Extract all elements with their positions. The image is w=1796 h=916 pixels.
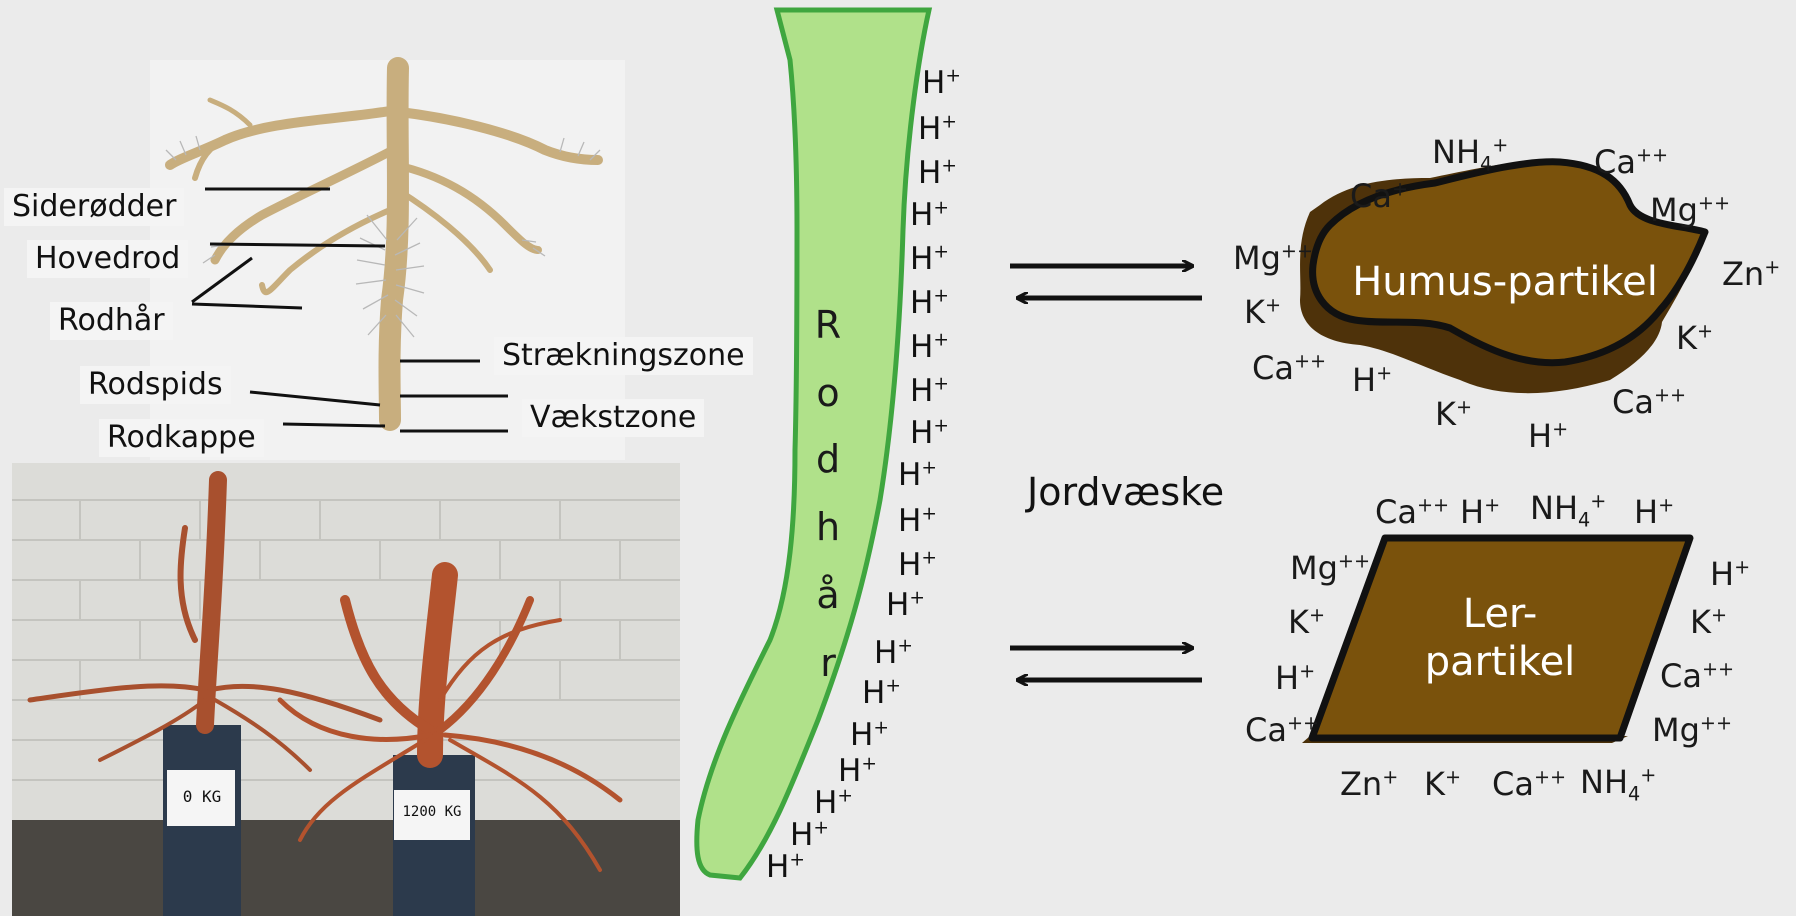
label-root-hair: Rodhår	[50, 302, 173, 340]
label-root-tip: Rodspids	[80, 366, 231, 404]
humus-ion: Mg++	[1233, 242, 1313, 274]
photo-gravel-ground	[12, 820, 680, 916]
clay-ion: Ca++	[1660, 660, 1734, 692]
humus-ion: K+	[1676, 322, 1713, 354]
h-ion: H+	[910, 244, 949, 275]
label-main-root: Hovedrod	[27, 240, 188, 278]
humus-ion: Ca++	[1252, 352, 1326, 384]
h-ion: H+	[910, 332, 949, 363]
clay-title-line-2: partikel	[1400, 638, 1600, 686]
bucket-left-label: 0 KG	[172, 787, 232, 806]
humus-ion: Mg++	[1650, 194, 1730, 226]
exchange-arrows-top	[1010, 266, 1202, 298]
rodhaar-letter-2: o	[808, 374, 848, 412]
clay-ion: H+	[1275, 662, 1315, 694]
clay-ion: Mg++	[1290, 552, 1370, 584]
humus-particle-title: Humus-partikel	[1345, 258, 1665, 306]
label-growth-zone: Vækstzone	[522, 399, 704, 437]
h-ion: H+	[790, 820, 829, 851]
h-ion: H+	[910, 418, 949, 449]
h-ion: H+	[910, 288, 949, 319]
humus-ion: H+	[1352, 364, 1392, 396]
humus-ion: NH4+	[1432, 136, 1508, 168]
soil-water-label: Jordvæske	[1027, 470, 1224, 514]
h-ion: H+	[850, 720, 889, 751]
h-ion: H+	[918, 114, 957, 145]
h-ion: H+	[766, 852, 805, 883]
exchange-arrows-bottom	[1010, 648, 1202, 680]
h-ion: H+	[898, 550, 937, 581]
humus-ion: Ca++	[1594, 146, 1668, 178]
humus-ion: K+	[1244, 296, 1281, 328]
root-photo	[12, 463, 680, 916]
h-ion: H+	[814, 788, 853, 819]
h-ion: H+	[898, 460, 937, 491]
clay-ion: Mg++	[1652, 714, 1732, 746]
clay-title-line-1: Ler-	[1400, 590, 1600, 638]
clay-ion: Zn+	[1340, 768, 1398, 800]
clay-ion: Ca++	[1492, 768, 1566, 800]
clay-ion: H+	[1460, 496, 1500, 528]
label-root-cap: Rodkappe	[99, 419, 264, 457]
h-ion: H+	[918, 158, 957, 189]
clay-ion: K+	[1424, 768, 1461, 800]
humus-ion: Ca++	[1612, 386, 1686, 418]
label-side-roots: Siderødder	[4, 188, 184, 226]
h-ion: H+	[898, 506, 937, 537]
label-elongation-zone: Strækningszone	[494, 337, 753, 375]
humus-ion: K+	[1435, 398, 1472, 430]
clay-ion: K+	[1690, 606, 1727, 638]
rodhaar-letter-5: å	[808, 576, 848, 614]
h-ion: H+	[874, 638, 913, 669]
h-ion: H+	[910, 376, 949, 407]
humus-ion: H+	[1528, 420, 1568, 452]
rodhaar-letter-1: R	[808, 306, 848, 344]
clay-ion: K+	[1288, 606, 1325, 638]
rodhaar-letter-6: r	[808, 644, 848, 682]
clay-ion: NH4+	[1580, 766, 1656, 798]
clay-ion: NH4+	[1530, 492, 1606, 524]
h-ion: H+	[910, 200, 949, 231]
rodhaar-letter-3: d	[808, 440, 848, 478]
clay-ion: Ca++	[1375, 496, 1449, 528]
humus-ion: Zn+	[1722, 258, 1780, 290]
clay-particle-title: Ler- partikel	[1400, 590, 1600, 686]
clay-ion: H+	[1634, 496, 1674, 528]
humus-ion: Ca+	[1350, 180, 1408, 212]
bucket-right-label: 1200 KG	[396, 804, 468, 820]
h-ion: H+	[922, 68, 961, 99]
clay-ion: Ca++	[1245, 714, 1319, 746]
h-ion: H+	[838, 756, 877, 787]
rodhaar-letter-4: h	[808, 508, 848, 546]
h-ion: H+	[862, 678, 901, 709]
h-ion: H+	[886, 590, 925, 621]
clay-ion: H+	[1710, 558, 1750, 590]
